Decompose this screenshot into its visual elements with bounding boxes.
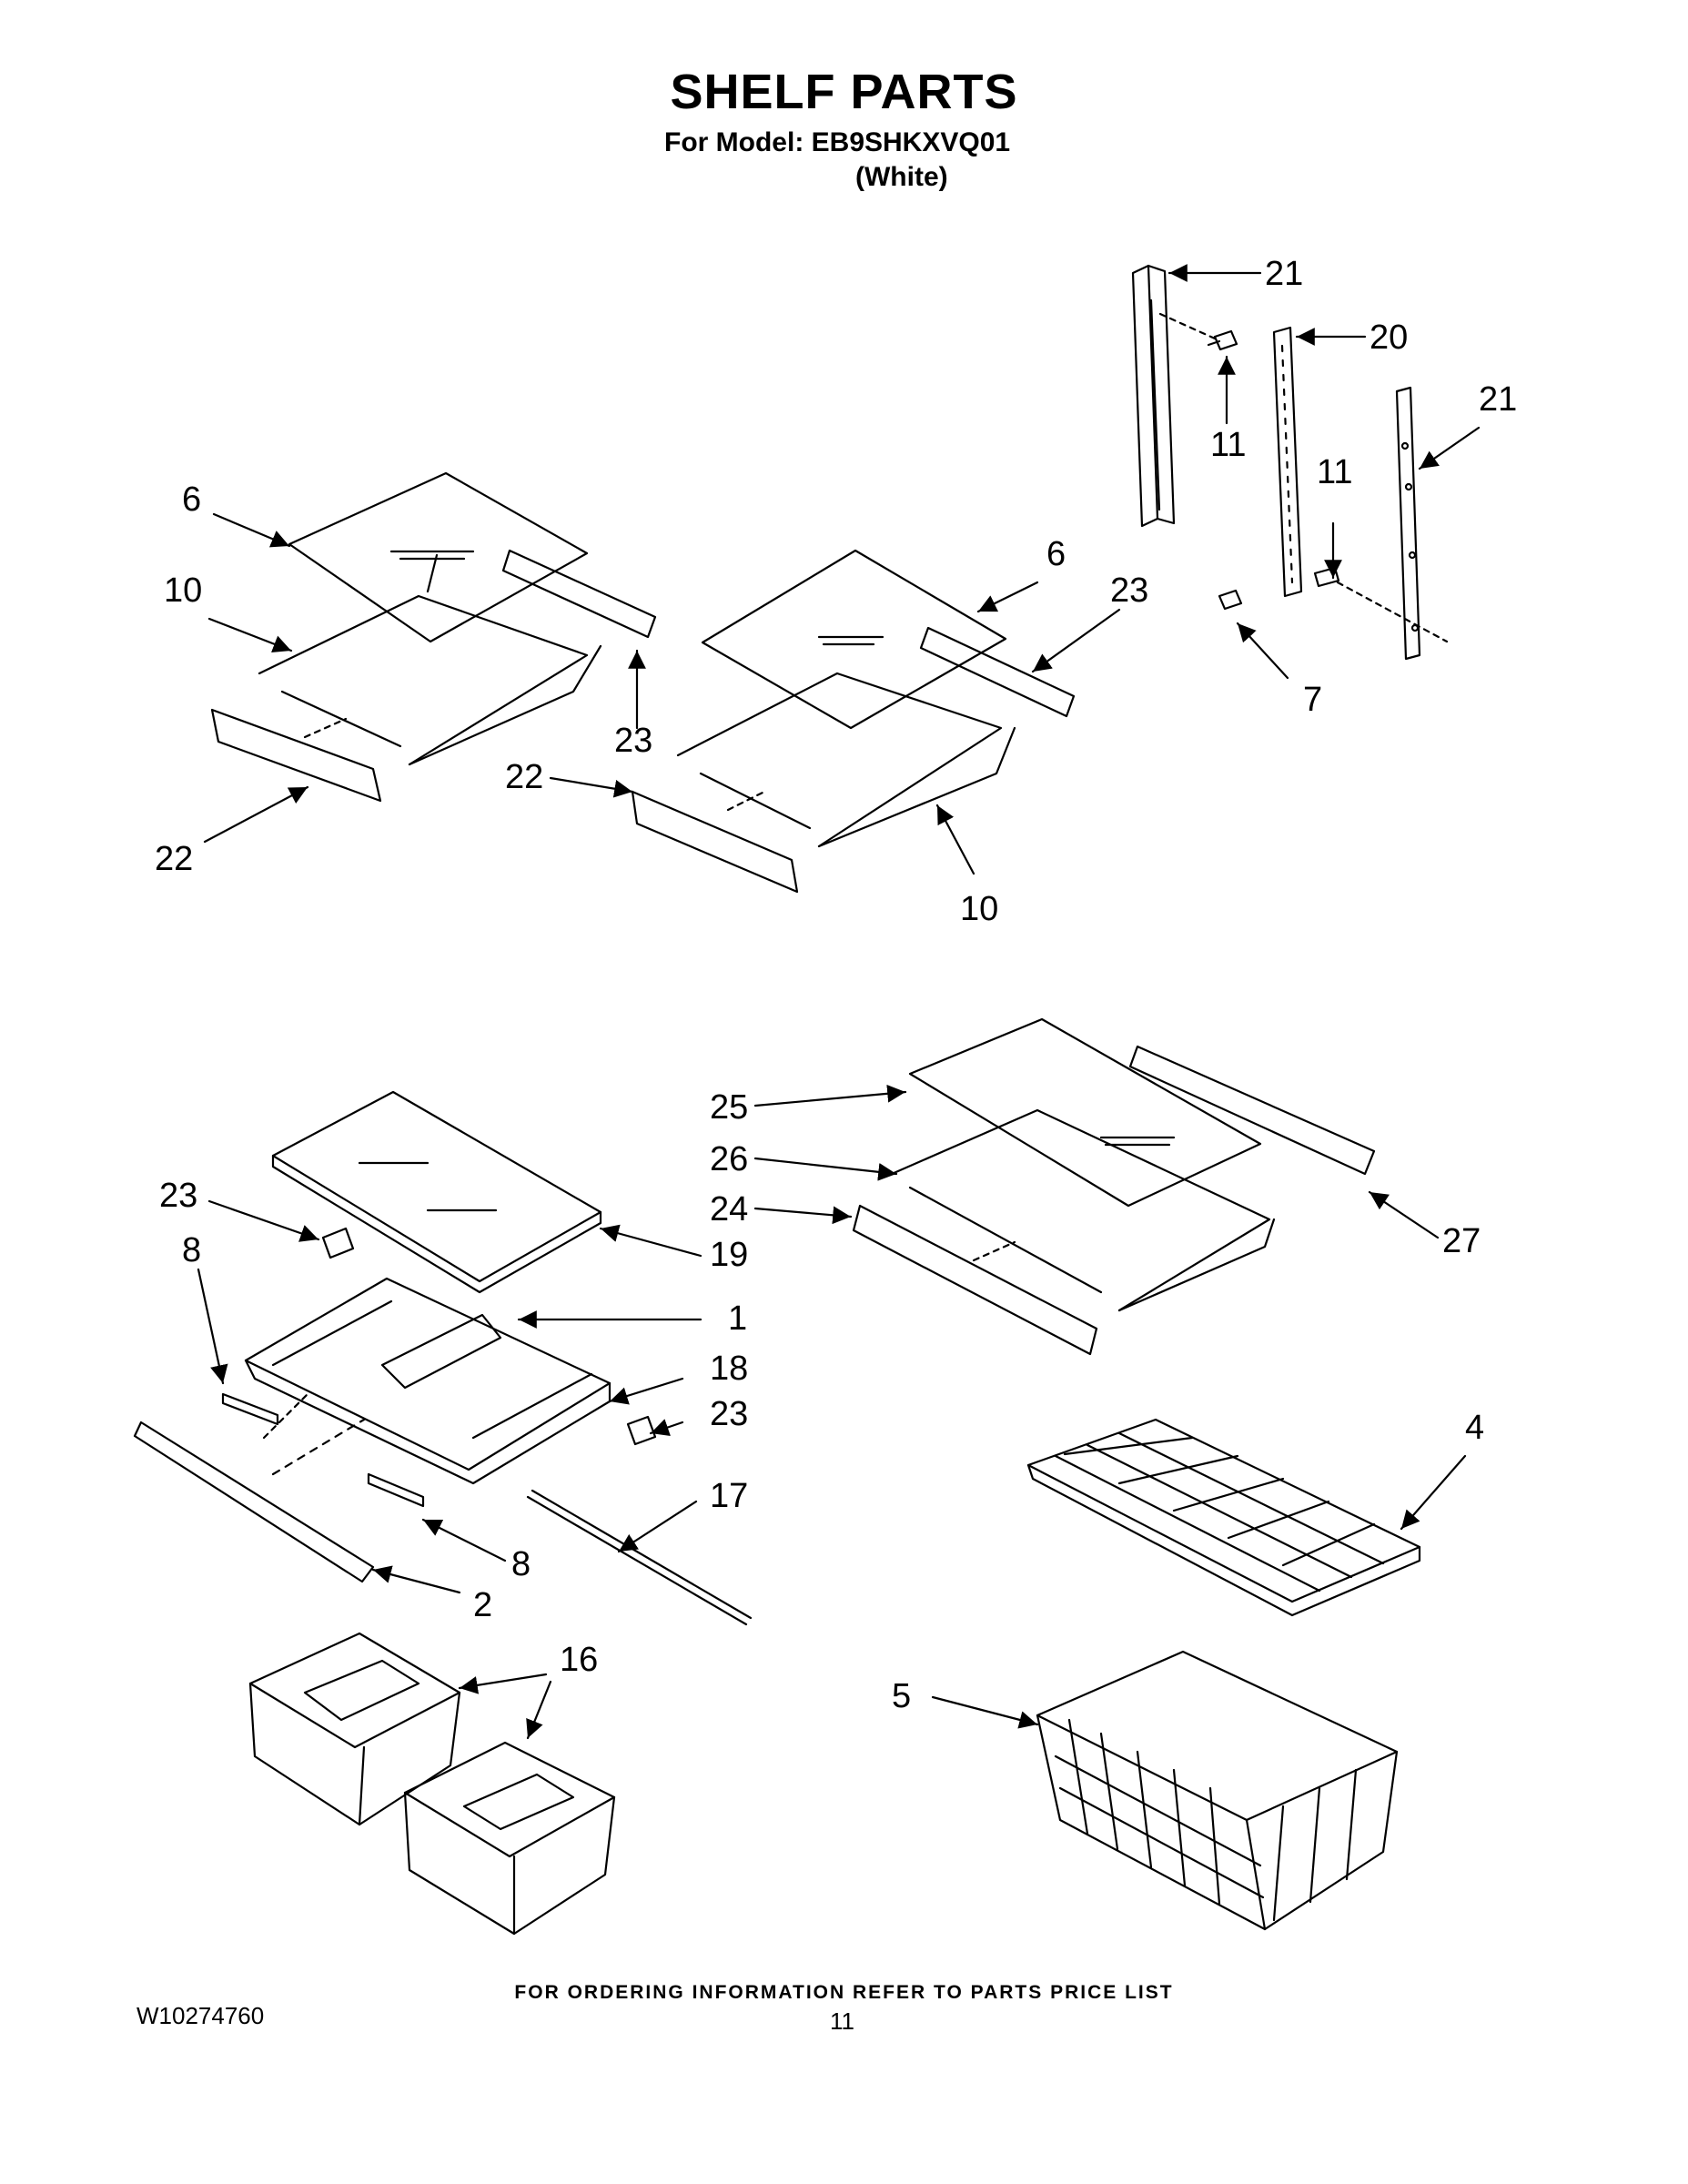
callout-22-middle: 22 bbox=[505, 758, 544, 796]
callout-1: 1 bbox=[728, 1299, 748, 1338]
callout-4: 4 bbox=[1465, 1409, 1485, 1447]
callout-22-left: 22 bbox=[155, 840, 194, 878]
callout-8-top: 8 bbox=[182, 1231, 202, 1269]
trim-front-left bbox=[210, 708, 382, 803]
callout-10-middle: 10 bbox=[960, 890, 999, 928]
shelf-standard-left bbox=[1131, 264, 1176, 528]
callout-10-left: 10 bbox=[164, 571, 203, 610]
shelf-standard-right bbox=[1395, 386, 1421, 661]
callout-6-middle: 6 bbox=[1046, 535, 1066, 573]
page-title: SHELF PARTS bbox=[670, 65, 1018, 119]
callout-2: 2 bbox=[473, 1586, 493, 1624]
crisper-glass-cover bbox=[271, 1090, 602, 1294]
callout-18: 18 bbox=[710, 1350, 749, 1388]
color-variant: (White) bbox=[855, 162, 948, 192]
trim-rear-middle bbox=[919, 626, 1076, 718]
crisper-rod bbox=[526, 1489, 753, 1626]
callout-16: 16 bbox=[560, 1641, 599, 1679]
crisper-front-trim bbox=[133, 1418, 375, 1583]
crisper-end-caps bbox=[321, 1227, 657, 1446]
callout-6-left: 6 bbox=[182, 480, 202, 519]
callout-11-left: 11 bbox=[1210, 426, 1247, 464]
callout-24: 24 bbox=[710, 1190, 749, 1228]
callout-23-left: 23 bbox=[614, 722, 653, 760]
callout-27: 27 bbox=[1442, 1222, 1481, 1260]
crisper-frame bbox=[244, 1277, 612, 1485]
callout-23-crisper-right: 23 bbox=[710, 1395, 749, 1433]
callout-25: 25 bbox=[710, 1088, 749, 1127]
shelf-frame-right bbox=[890, 1108, 1276, 1312]
callout-20: 20 bbox=[1370, 318, 1409, 357]
page-number: 11 bbox=[830, 2007, 854, 2035]
glass-shelf-right bbox=[908, 1017, 1262, 1208]
callout-19: 19 bbox=[710, 1236, 749, 1274]
trim-rear-right bbox=[1128, 1045, 1376, 1176]
callout-5: 5 bbox=[892, 1677, 912, 1715]
callout-23-crisper-left: 23 bbox=[159, 1177, 198, 1215]
callout-26: 26 bbox=[710, 1140, 749, 1178]
wire-shelf bbox=[1026, 1418, 1421, 1617]
callout-11-right: 11 bbox=[1317, 453, 1353, 491]
model-line: For Model: EB9SHKXVQ01 bbox=[664, 127, 1011, 157]
crisper-rail-clips bbox=[221, 1390, 425, 1508]
callout-7: 7 bbox=[1303, 681, 1323, 719]
glass-shelf-left bbox=[288, 471, 589, 643]
trim-front-right bbox=[852, 1204, 1098, 1356]
crisper-drawer-right bbox=[403, 1741, 616, 1936]
callout-21-right: 21 bbox=[1479, 380, 1518, 419]
callout-17: 17 bbox=[710, 1477, 749, 1515]
shelf-standard-center bbox=[1272, 326, 1303, 598]
crisper-drawer-left bbox=[248, 1632, 461, 1826]
shelf-frame-middle bbox=[676, 672, 1016, 848]
glass-shelf-middle bbox=[701, 549, 1007, 730]
callout-8-bottom: 8 bbox=[511, 1545, 531, 1583]
trim-rear-left bbox=[501, 549, 657, 639]
ordering-note: FOR ORDERING INFORMATION REFER TO PARTS … bbox=[514, 1982, 1174, 2003]
leader-arrows bbox=[197, 264, 1481, 1740]
wire-basket bbox=[1036, 1650, 1399, 1931]
document-number: W10274760 bbox=[136, 2002, 265, 2029]
trim-front-middle bbox=[631, 790, 799, 894]
callout-21-top: 21 bbox=[1265, 255, 1304, 293]
shelf-frame-left bbox=[258, 553, 602, 766]
callout-23-middle: 23 bbox=[1110, 571, 1149, 610]
